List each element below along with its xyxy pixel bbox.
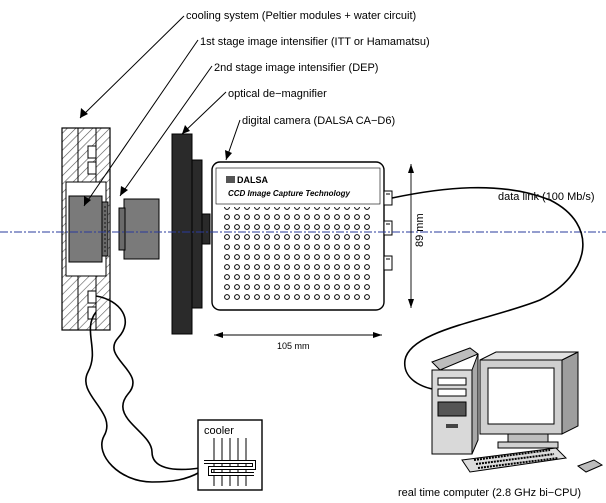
leader-arrow bbox=[225, 150, 232, 160]
digital-camera: DALSA CCD Image Capture Technology bbox=[211, 161, 393, 311]
width-dimension: 105 mm bbox=[214, 332, 382, 351]
camera-brand: DALSA bbox=[237, 175, 268, 185]
cooler-label: cooler bbox=[204, 425, 234, 437]
computer-illustration bbox=[431, 347, 604, 473]
leader-lines bbox=[79, 15, 241, 207]
first-stage-label: 1st stage image intensifier (ITT or Hama… bbox=[200, 36, 430, 48]
width-dimension-label: 105 mm bbox=[277, 341, 310, 351]
cooler-tube-b bbox=[85, 311, 201, 483]
data-link-label: data link (100 Mb/s) bbox=[498, 191, 595, 203]
demagnifier-label: optical de−magnifier bbox=[228, 88, 327, 100]
height-dimension: 89 mm bbox=[408, 164, 426, 308]
leader-arrow bbox=[84, 196, 91, 206]
optical-demagnifier bbox=[171, 133, 211, 335]
height-dimension-label: 89 mm bbox=[414, 213, 426, 247]
data-link-cable bbox=[391, 186, 584, 391]
cooler-unit: cooler bbox=[197, 419, 263, 491]
camera-label: digital camera (DALSA CA−D6) bbox=[242, 115, 395, 127]
leader-arrow bbox=[182, 125, 190, 134]
second-stage-intensifier bbox=[118, 198, 160, 260]
second-stage-label: 2nd stage image intensifier (DEP) bbox=[214, 62, 378, 74]
leader-arrow bbox=[80, 108, 88, 118]
cooler-tube-a bbox=[95, 295, 201, 471]
leader-arrow bbox=[120, 186, 128, 196]
cooling-system-label: cooling system (Peltier modules + water … bbox=[186, 10, 416, 22]
first-stage-intensifier bbox=[68, 195, 109, 263]
camera-tagline: CCD Image Capture Technology bbox=[228, 189, 350, 198]
computer-label: real time computer (2.8 GHz bi−CPU) bbox=[398, 487, 581, 499]
